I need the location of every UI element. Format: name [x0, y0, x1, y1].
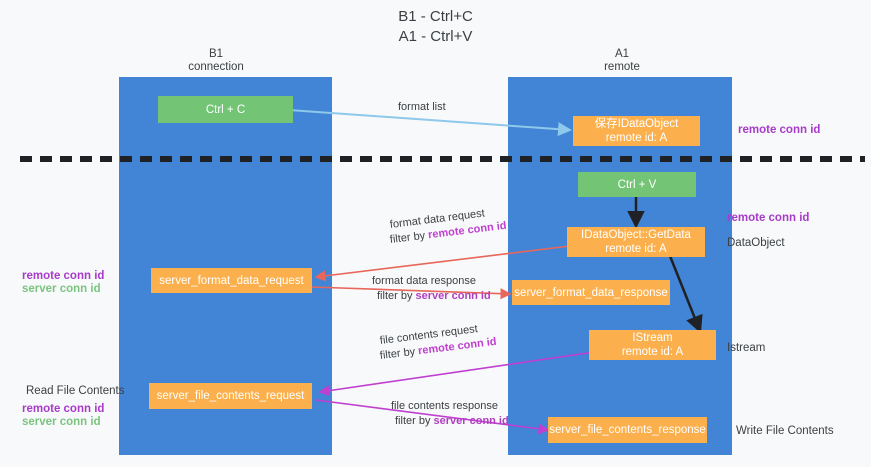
node-server-file-contents-response[interactable]: server_file_contents_response: [548, 417, 707, 443]
filter-prefix: filter by: [389, 229, 429, 246]
node-istream[interactable]: IStream remote id: A: [589, 330, 716, 360]
page-title: B1 - Ctrl+C A1 - Ctrl+V: [398, 8, 473, 45]
arrow-format-data-request: [314, 244, 579, 282]
arrow-file-contents-request: [318, 351, 595, 397]
arrow-format-list: [274, 108, 572, 137]
annotation-left-remote-conn-id-bottom: remote conn id: [22, 403, 105, 415]
arrow-getdata-to-istream: [668, 255, 703, 334]
annotation-read-file-contents: Read File Contents: [26, 385, 125, 397]
edge-label-file-contents-response-filter: filter by server conn id: [391, 414, 509, 429]
node-server-format-data-request[interactable]: server_format_data_request: [151, 268, 312, 293]
filter-value-server-conn-id: server conn id: [415, 290, 491, 302]
node-server-file-contents-request[interactable]: server_file_contents_request: [149, 383, 312, 409]
arrow-format-data-response: [311, 286, 512, 300]
edge-label-format-list: format list: [398, 101, 446, 113]
filter-prefix: filter by: [379, 345, 419, 362]
edge-label-format-data-response: format data response: [372, 275, 476, 287]
annotation-dataobject: DataObject: [727, 237, 785, 249]
edge-label-file-contents-response: file contents response: [391, 400, 499, 412]
annotation-left-server-conn-id-mid: server conn id: [22, 283, 101, 295]
annotation-left-server-conn-id-bottom: server conn id: [22, 416, 101, 428]
node-ctrl-c[interactable]: Ctrl + C: [158, 96, 293, 123]
annotation-left-remote-conn-id-mid: remote conn id: [22, 270, 105, 282]
annotation-write-file-contents: Write File Contents: [736, 425, 834, 437]
node-idataobject-getdata[interactable]: IDataObject::GetData remote id: A: [567, 227, 705, 257]
node-ctrl-v[interactable]: Ctrl + V: [578, 172, 696, 197]
edge-label-format-data-response-filter: filter by server conn id: [372, 289, 491, 304]
node-save-idataobject[interactable]: 保存IDataObject remote id: A: [573, 116, 700, 146]
filter-prefix: filter by: [377, 290, 416, 302]
column-header-b1: B1 connection: [188, 48, 244, 73]
phase-separator: [20, 156, 865, 162]
column-header-a1: A1 remote: [604, 48, 640, 73]
filter-prefix: filter by: [395, 415, 434, 427]
annotation-istream: Istream: [727, 342, 766, 354]
arrow-file-contents-response: [315, 399, 550, 435]
filter-value-server-conn-id: server conn id: [433, 415, 509, 427]
annotation-remote-conn-id-mid: remote conn id: [727, 212, 810, 224]
annotation-remote-conn-id-top: remote conn id: [738, 124, 821, 136]
node-server-format-data-response[interactable]: server_format_data_response: [512, 280, 670, 305]
